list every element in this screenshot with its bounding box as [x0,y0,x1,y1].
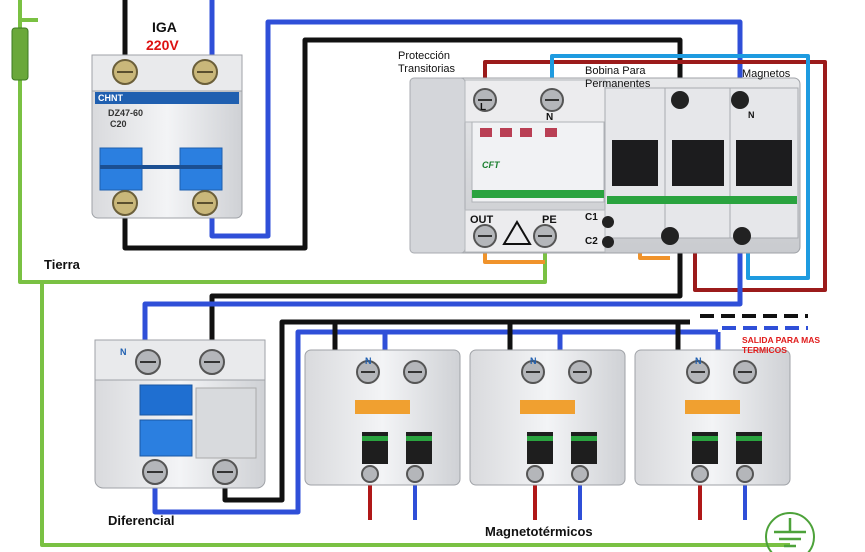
surge-terminal-c2: C2 [585,236,598,247]
voltage-label: 220V [146,37,179,53]
iga-input-wires [122,0,215,60]
bobina-label-line1: Bobina Para [585,65,646,77]
iga-brand: CHNT [98,93,123,103]
surge-protector [409,77,801,254]
breaker-1-terminal-n: N [365,356,372,366]
surge-terminal-n: N [546,112,554,123]
salida-label-line1: SALIDA PARA MAS [742,335,821,345]
salida-dashed-lines [700,314,808,330]
proteccion-label: Protección [398,50,450,62]
iga-model: DZ47-60 [108,108,144,118]
magnetos-label: Magnetos [742,68,791,80]
iga-breaker [91,54,243,219]
diferencial-device [94,339,266,489]
breaker-3 [634,349,791,486]
tierra-label: Tierra [44,257,80,272]
diferencial-label: Diferencial [108,513,175,528]
transitorias-label: Transitorias [398,63,456,75]
earth-wires [18,0,790,547]
surge-brand: CFT [482,160,500,170]
breaker-outputs [368,480,747,520]
diferencial-to-breakers-wires [152,319,721,515]
surge-terminal-l: L [480,102,487,113]
earth-clamp [11,27,29,81]
iga-label: IGA [152,19,177,35]
breaker-2-terminal-n: N [530,356,537,366]
surge-terminal-c1: C1 [585,212,598,223]
breaker-3-terminal-n: N [695,356,702,366]
iga-to-surge-wires [122,19,743,251]
iga-rating: C20 [110,119,127,129]
surge-terminal-out: OUT [470,214,494,226]
earth-ground-icon [765,512,815,552]
breaker-1 [304,349,461,486]
bobina-label-line2: Permanentes [585,78,651,90]
surge-terminal-n2: N [748,110,755,120]
surge-terminal-pe: PE [542,214,557,226]
breaker-2 [469,349,626,486]
salida-label-line2: TERMICOS [742,345,787,355]
magnetotermicos-label: Magnetotérmicos [485,524,593,539]
diferencial-terminal-n: N [120,347,127,357]
surge-to-distribution-wires [142,238,743,352]
